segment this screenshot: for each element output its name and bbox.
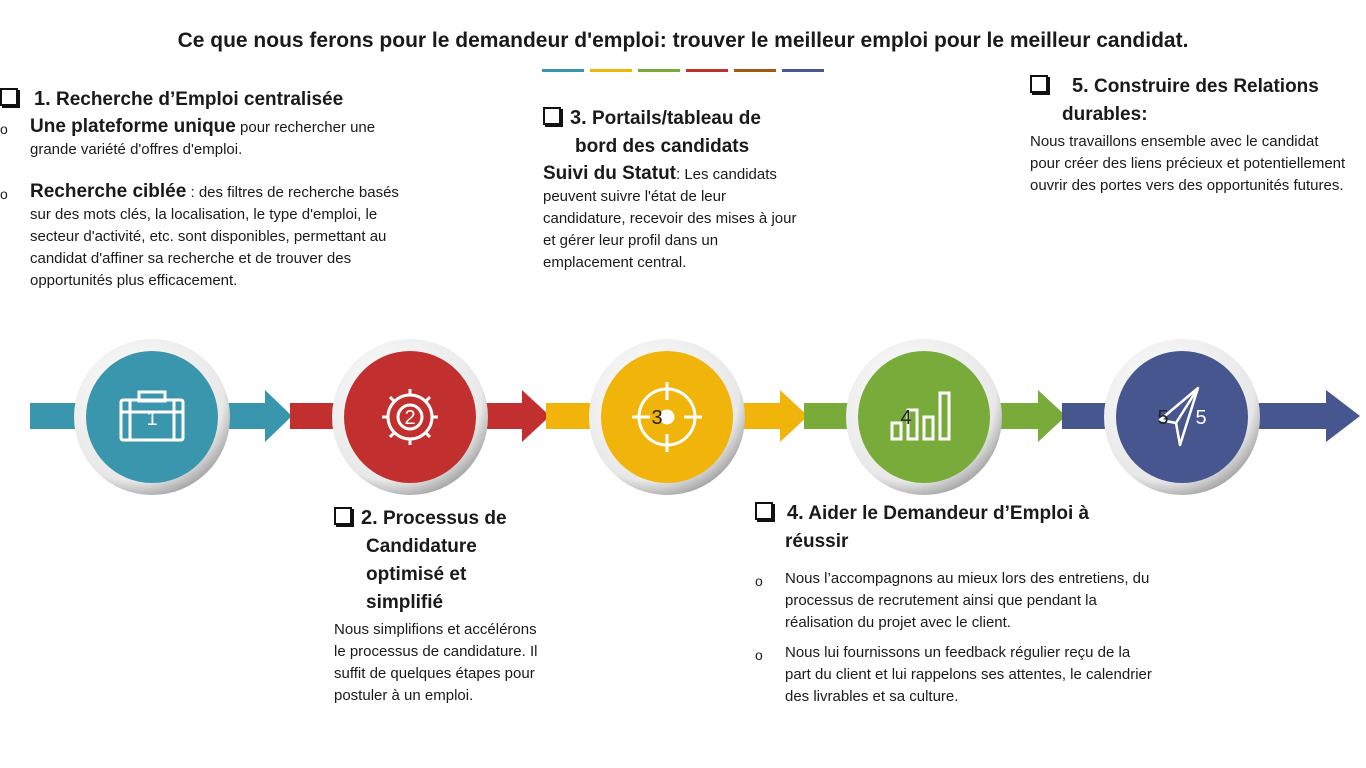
step-number: 4. [787,502,804,524]
step-1-circle: 1 [74,339,230,495]
step-5-circle: 5 5 [1104,339,1260,495]
step-number: 3. [570,107,587,129]
step-4-heading: 4. Aider le Demandeur d’Emploi à réussir [755,499,1155,556]
step-5-block: 5. Construire des Relations durables: No… [1030,72,1350,197]
step-2-icon-label: 2 [404,407,415,429]
step-title-line: Construire des Relations [1093,76,1319,97]
step-title-line: simplifié [366,592,444,613]
process-timeline: 1 2 3 [0,330,1366,515]
step-3-text: Suivi du Statut: Les candidats peuvent s… [543,163,808,274]
item-text: Nous l’accompagnons au mieux lors des en… [785,570,1150,631]
step-4-item-2: o Nous lui fournissons un feedback régul… [755,642,1155,708]
paper-plane-icon [1158,386,1200,447]
item-text: pour rechercher une grande variété d'off… [30,119,376,158]
step-1-item-1: o Une plateforme unique pour rechercher … [0,116,420,161]
step-5-text: Nous travaillons ensemble avec le candid… [1030,133,1346,194]
target-icon [632,382,702,452]
step-number: 1. [34,88,51,110]
item-text: : Les candidats peuvent suivre l'état de… [543,166,797,271]
step-title-line: optimisé et [366,564,467,585]
step-1-icon-label: 1 [146,408,157,430]
step-4-block: 4. Aider le Demandeur d’Emploi à réussir… [755,499,1155,708]
step-1-heading: 1. Recherche d’Emploi centralisée [0,85,420,114]
step-4-circle: 4 [846,339,1002,495]
gear-icon [382,389,438,445]
accent-bar [686,69,728,72]
step-title-line: réussir [785,531,849,552]
step-4-icon-label: 4 [900,407,911,429]
bar-chart-icon [890,391,951,441]
briefcase-icon [119,390,185,442]
step-5-icon-label-extra: 5 [1195,407,1206,429]
accent-bar [638,69,680,72]
process-timeline-svg: 1 2 3 [30,339,1360,495]
checkbox-icon [755,502,773,520]
bullet-marker: o [755,647,763,663]
step-1-item-2: o Recherche ciblée : des filtres de rech… [0,181,420,292]
checkbox-icon [0,88,18,106]
step-3-heading: 3. Portails/tableau de bord des candidat… [543,104,808,161]
step-title-line: Processus de [382,508,507,529]
step-title-line: Portails/tableau de [591,108,761,129]
step-title-line: bord des candidats [575,136,750,157]
step-number: 2. [361,507,378,529]
item-lead: Recherche ciblée [30,181,187,202]
page-title: Ce que nous ferons pour le demandeur d'e… [177,29,1189,52]
step-2-block: 2. Processus de Candidature optimisé et … [334,504,544,707]
step-3-icon-label: 3 [651,407,662,429]
accent-bar [782,69,824,72]
step-1-block: 1. Recherche d’Emploi centralisée o Une … [0,85,420,292]
bullet-marker: o [0,186,8,202]
checkbox-icon [1030,75,1048,93]
checkbox-icon [543,107,561,125]
item-text: Nous lui fournissons un feedback régulie… [785,644,1152,705]
accent-color-bars [542,69,824,72]
step-title-line: Candidature [366,536,477,557]
step-title: Recherche d’Emploi centralisée [55,89,344,110]
step-title-line: durables: [1062,104,1148,125]
bullet-marker: o [0,121,8,137]
accent-bar [734,69,776,72]
step-5-heading: 5. Construire des Relations durables: [1030,72,1350,129]
accent-bar [590,69,632,72]
accent-bar [542,69,584,72]
step-number: 5. [1072,75,1089,97]
item-lead: Suivi du Statut [543,163,676,184]
step-5-icon-label: 5 [1157,407,1168,429]
step-3-circle: 3 [589,339,745,495]
step-title-line: Aider le Demandeur d’Emploi à [808,503,1090,524]
item-text: : des filtres de recherche basés sur des… [30,184,399,289]
checkbox-icon [334,507,352,525]
step-2-text: Nous simplifions et accélérons le proces… [334,621,538,704]
item-lead: Une plateforme unique [30,116,236,137]
step-3-block: 3. Portails/tableau de bord des candidat… [543,104,808,274]
step-2-heading: 2. Processus de Candidature optimisé et … [334,504,544,617]
step-4-item-1: o Nous l’accompagnons au mieux lors des … [755,568,1155,634]
bullet-marker: o [755,573,763,589]
step-2-circle: 2 [332,339,488,495]
